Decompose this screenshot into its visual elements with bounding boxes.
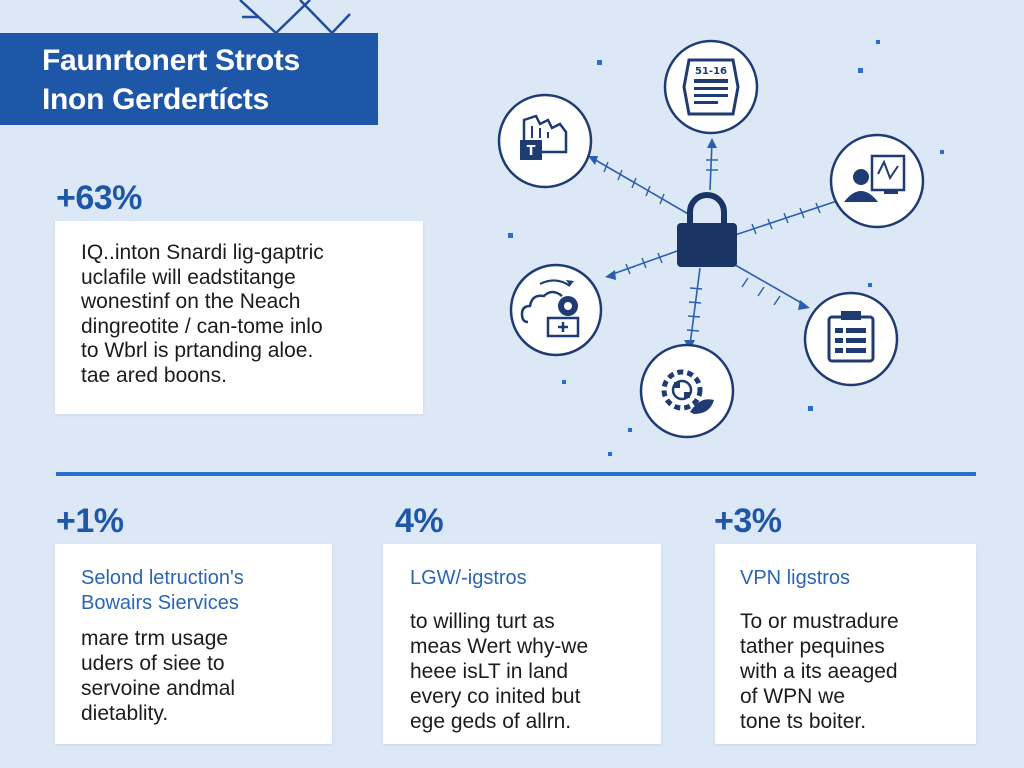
card-1-title-line: Bowairs Siervices: [81, 592, 239, 614]
card-1-title-line: Selond letruction's: [81, 567, 244, 589]
card-2-title-line: LGW/-igstros: [410, 567, 527, 589]
card-3-body-line: tone ts boiter.: [740, 710, 867, 733]
lock-icon: [677, 192, 737, 267]
section-divider: [56, 472, 976, 476]
info-card-3: VPN ligstros To or mustradure tather peq…: [715, 544, 976, 744]
card-2-body-line: ege geds of allrn.: [410, 710, 572, 733]
card-2-stat: 4%: [395, 502, 444, 540]
card-2-body-line: heee isLT in land: [410, 660, 569, 683]
user-monitor-icon: [829, 133, 925, 229]
main-card-line: IQ..inton Snardi lig-gaptric: [81, 241, 324, 264]
info-card-2: LGW/-igstros to willing turt as meas Wer…: [383, 544, 661, 744]
card-1-body-line: dietablity.: [81, 702, 169, 725]
cloud-folder-icon: T: [497, 93, 593, 189]
card-3-body-line: To or mustradure: [740, 610, 899, 633]
svg-text:T: T: [527, 144, 536, 159]
main-card-line: to Wbrl is prtanding aloe.: [81, 339, 314, 362]
clipboard-icon: [803, 291, 899, 387]
card-2-body-line: every co inited but: [410, 685, 581, 708]
main-stat-card: IQ..inton Snardi lig-gaptric uclafile wi…: [55, 221, 423, 414]
main-stat-value: +63%: [56, 179, 142, 217]
main-card-line: uclafile will eadstitange: [81, 265, 296, 289]
cloud-gear-icon: [509, 263, 603, 357]
card-2-body-line: to willing turt as: [410, 610, 555, 633]
page-title-line-2: Inon Gerdertícts: [42, 83, 269, 116]
main-card-line: dingreotite / can-tome inlo: [81, 314, 323, 338]
card-3-body-line: with a its aeaged: [740, 660, 898, 683]
info-card-1: Selond letruction's Bowairs Siervices ma…: [55, 544, 332, 744]
card-1-body-line: mare trm usage: [81, 627, 229, 650]
lattice-decoration: [239, 0, 351, 34]
scatter-dots: [508, 40, 944, 456]
main-card-line: wonestinf on the Neach: [81, 290, 301, 313]
title-banner: Faunrtonert Strots Inon Gerdertícts: [0, 33, 378, 125]
card-3-body-line: tather pequines: [740, 635, 885, 658]
main-card-line: tae ared boons.: [81, 363, 227, 387]
card-1-stat: +1%: [56, 502, 124, 540]
card-3-stat: +3%: [714, 502, 782, 540]
card-3-title-line: VPN ligstros: [740, 567, 851, 589]
card-1-body-line: servoine andmal: [81, 677, 236, 700]
document-label: 51-16: [695, 66, 727, 77]
gear-leaf-icon: [639, 343, 735, 439]
document-icon: 51-16: [663, 39, 759, 135]
page-title-line-1: Faunrtonert Strots: [42, 44, 300, 77]
connector-ticks: [603, 159, 821, 332]
card-2-body-line: meas Wert why-we: [410, 635, 589, 658]
connector-lines: [591, 141, 841, 346]
card-3-body-line: of WPN we: [740, 685, 846, 708]
card-1-body-line: uders of siee to: [81, 652, 225, 675]
